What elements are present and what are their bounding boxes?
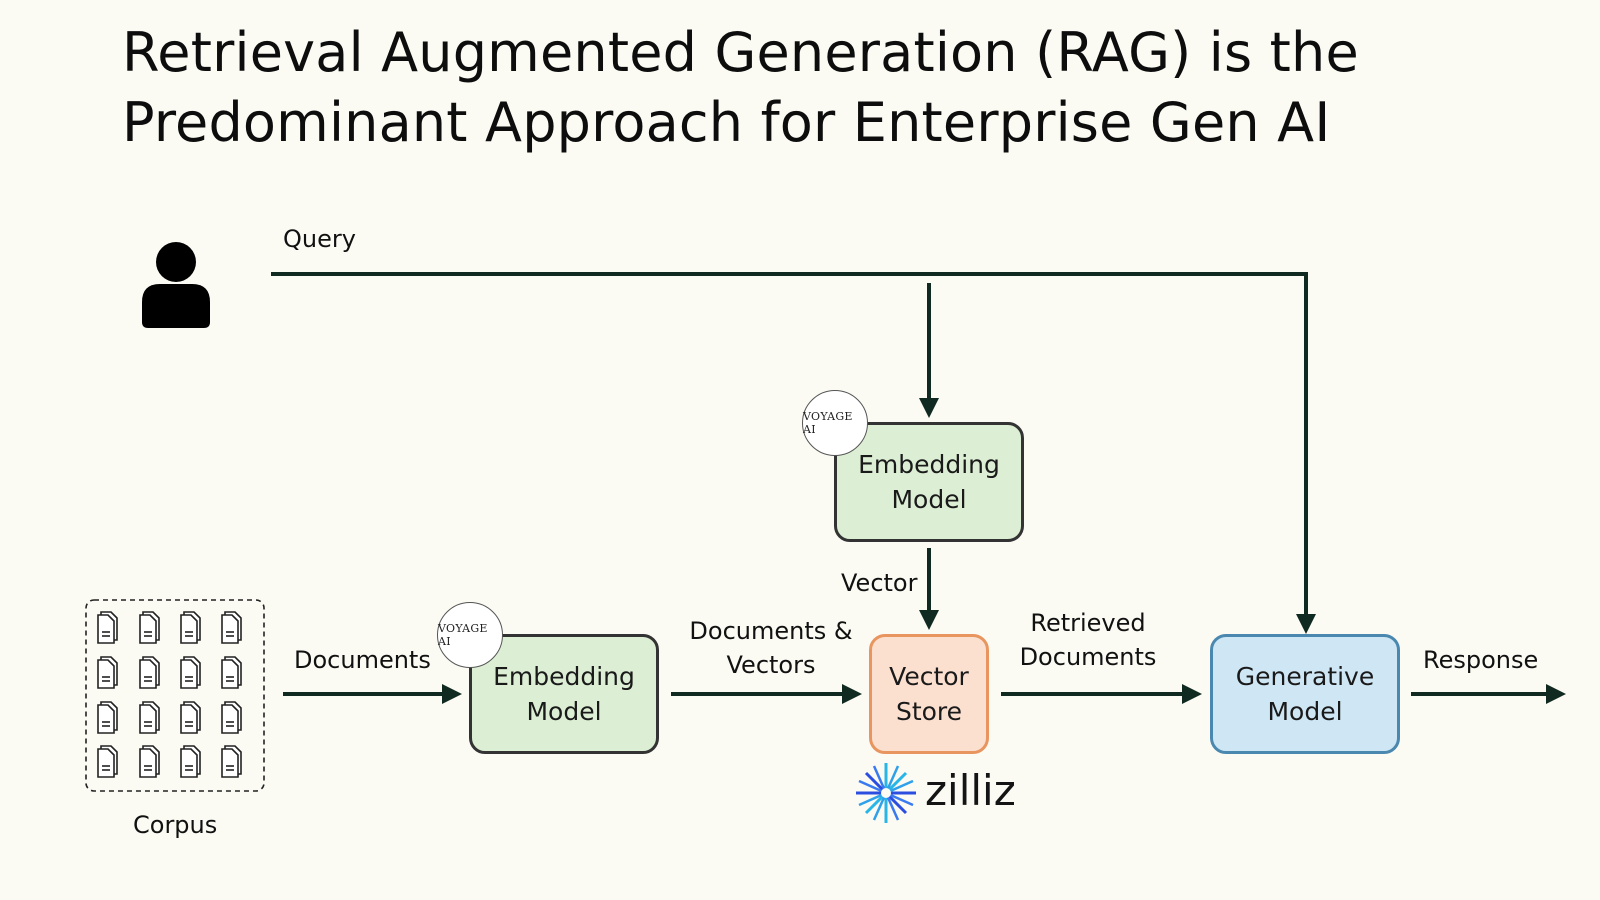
query-label: Query: [283, 225, 356, 253]
documents-label: Documents: [294, 646, 431, 674]
corpus-box: [85, 599, 265, 792]
box-line-2: Store: [895, 697, 963, 726]
document-icon: [221, 656, 242, 689]
document-icon: [180, 701, 201, 734]
generative-model: Generative Model: [1210, 634, 1400, 754]
box-line-2: Model: [526, 697, 602, 726]
zilliz-logo: zilliz: [925, 766, 1016, 815]
box-line-1: Embedding: [858, 450, 1000, 479]
retrieved-documents-label: Retrieved Documents: [1016, 606, 1160, 674]
document-icon: [139, 701, 160, 734]
box-line-1: Embedding: [493, 662, 635, 691]
docs-vectors-line-2: Vectors: [726, 651, 816, 679]
corpus-label: Corpus: [133, 811, 218, 839]
document-icon: [97, 745, 118, 778]
document-icon: [180, 656, 201, 689]
retrieved-line-2: Documents: [1019, 643, 1157, 671]
box-line-2: Model: [1267, 697, 1343, 726]
vector-label: Vector: [841, 569, 918, 597]
retrieved-line-1: Retrieved: [1030, 609, 1146, 637]
docs-vectors-line-1: Documents &: [689, 617, 853, 645]
document-icon: [97, 701, 118, 734]
box-line-2: Model: [891, 485, 967, 514]
document-icon: [139, 656, 160, 689]
docs-vectors-label: Documents & Vectors: [688, 614, 854, 682]
box-line-1: Vector: [889, 662, 969, 691]
document-icon: [221, 701, 242, 734]
query-embedding-model: Embedding Model: [834, 422, 1024, 542]
document-icon: [97, 656, 118, 689]
document-icon: [97, 611, 118, 644]
query-arrows: [271, 272, 1316, 634]
user-icon: [142, 242, 210, 328]
document-icon: [221, 745, 242, 778]
vector-store: Vector Store: [869, 634, 989, 754]
document-icon: [139, 745, 160, 778]
page-title: Retrieval Augmented Generation (RAG) is …: [122, 18, 1359, 158]
document-icon: [221, 611, 242, 644]
voyage-ai-badge-top: VOYAGE AI: [802, 390, 868, 456]
title-line-2: Predominant Approach for Enterprise Gen …: [122, 91, 1331, 154]
zilliz-star-icon: [856, 763, 916, 823]
box-line-1: Generative: [1235, 662, 1375, 691]
document-embedding-model: Embedding Model: [469, 634, 659, 754]
response-label: Response: [1423, 646, 1539, 674]
voyage-ai-badge-bottom: VOYAGE AI: [437, 602, 503, 668]
document-icon: [180, 745, 201, 778]
title-line-1: Retrieval Augmented Generation (RAG) is …: [122, 21, 1359, 84]
document-icon: [139, 611, 160, 644]
document-icon: [180, 611, 201, 644]
